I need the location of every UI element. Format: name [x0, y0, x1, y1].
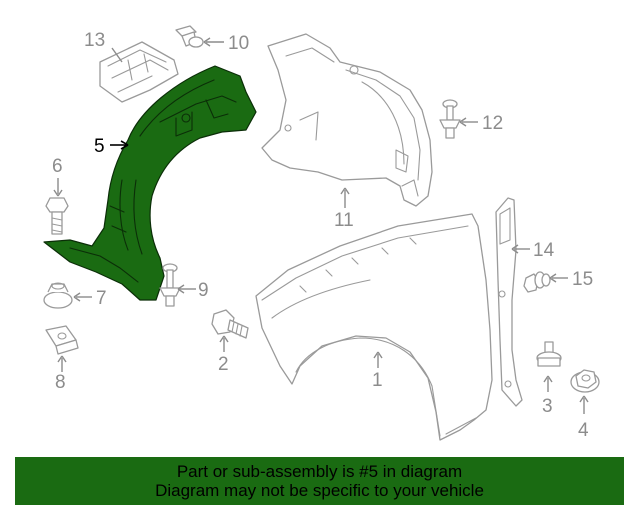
- callout-6: 6: [52, 156, 63, 177]
- part-14-strip-bracket: [495, 197, 523, 407]
- part-8-speed-nut: [45, 325, 79, 355]
- callout-15: 15: [572, 269, 593, 290]
- part-7-clip-nut: [43, 282, 73, 309]
- callout-10: 10: [228, 33, 249, 54]
- part-10-push-clip: [175, 25, 204, 48]
- callout-1: 1: [372, 370, 383, 391]
- part-15-clip: [523, 271, 551, 293]
- callout-11: 11: [334, 210, 354, 231]
- banner-line-part: Part or sub-assembly is #5 in diagram: [176, 462, 463, 481]
- part-5-fender-liner: [43, 65, 257, 301]
- callout-14: 14: [533, 240, 555, 261]
- part-3-stud-nut: [536, 341, 562, 367]
- part-4-flange-nut: [570, 369, 600, 393]
- callout-8: 8: [55, 372, 66, 393]
- callout-9: 9: [198, 280, 209, 301]
- part-11-wheelhouse: [261, 33, 433, 207]
- part-9-screw: [159, 263, 181, 307]
- parts-diagram: 13 10 5 6 7: [43, 25, 600, 441]
- part-12-push-pin: [439, 99, 461, 139]
- callout-3: 3: [542, 396, 553, 417]
- callout-7: 7: [96, 288, 107, 309]
- callout-4: 4: [578, 420, 589, 441]
- part-2-bolt: [211, 309, 249, 339]
- part-1-fender: [255, 213, 493, 441]
- part-6-bolt: [45, 197, 69, 235]
- callout-12: 12: [482, 113, 503, 134]
- part-13-bracket: [99, 41, 179, 103]
- banner-line-disclaimer: Diagram may not be specific to your vehi…: [155, 481, 484, 500]
- info-banner: Part or sub-assembly is #5 in diagram Di…: [15, 457, 624, 505]
- callout-5: 5: [94, 136, 105, 157]
- callout-2: 2: [218, 354, 229, 375]
- callout-13: 13: [84, 30, 105, 51]
